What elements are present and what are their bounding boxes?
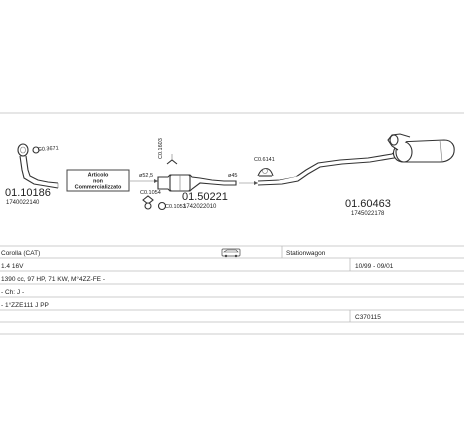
clamp-e-code: C0.6141 [254, 157, 275, 163]
not-commercialised-line2: non [93, 179, 104, 185]
front-pipe-drawing [17, 143, 59, 189]
clamp-d-drawing [144, 201, 167, 211]
model-label: Corolla (CAT) [1, 250, 40, 257]
engine-specs: 1390 cc, 97 HP, 71 KW, M°4ZZ-FE - [1, 275, 105, 283]
diameter-a-label: ø52,5 [139, 173, 153, 179]
not-commercialised-line1: Articolo [88, 173, 109, 179]
clamp-d-code: C0.1053 [165, 204, 186, 210]
clamp-a-drawing [32, 146, 43, 154]
car-icon [221, 248, 241, 258]
clamp-c-code: C0.1054 [140, 190, 161, 196]
body-type: Stationwagon [286, 250, 326, 257]
clamp-b-code: C0.1603 [158, 138, 164, 159]
year-range: 10/99 - 09/01 [355, 263, 394, 270]
info-table [0, 245, 464, 335]
rear-silencer-number: 01.60463 [345, 198, 391, 210]
rear-silencer-oem: 1745022178 [351, 211, 385, 217]
front-pipe-number: 01.10186 [5, 187, 51, 199]
catalogue-code: C370115 [355, 314, 381, 321]
centre-section-oem: 1742022010 [183, 204, 217, 210]
centre-section-drawing [157, 174, 237, 192]
chassis-line: - Ch: J - [1, 289, 24, 296]
centre-section-number: 01.50221 [182, 191, 228, 203]
not-commercialised-line3: Commercializzato [75, 185, 122, 191]
clamp-a-code: C0.3671 [38, 146, 59, 153]
diameter-b-label: ø45 [228, 173, 237, 179]
rear-silencer-drawing [387, 133, 455, 163]
clamp-e-drawing [257, 167, 274, 177]
not-commercialised-box: Articolo non Commercializzato [66, 169, 130, 192]
clamp-b-drawing [166, 154, 178, 165]
clamp-c-drawing [142, 195, 154, 205]
front-pipe-oem: 1740022140 [6, 200, 40, 206]
rear-pipe-drawing [257, 149, 401, 186]
model-code-line: - 1°ZZE111 J PP [1, 301, 49, 309]
engine-label: 1.4 16V [1, 263, 24, 270]
